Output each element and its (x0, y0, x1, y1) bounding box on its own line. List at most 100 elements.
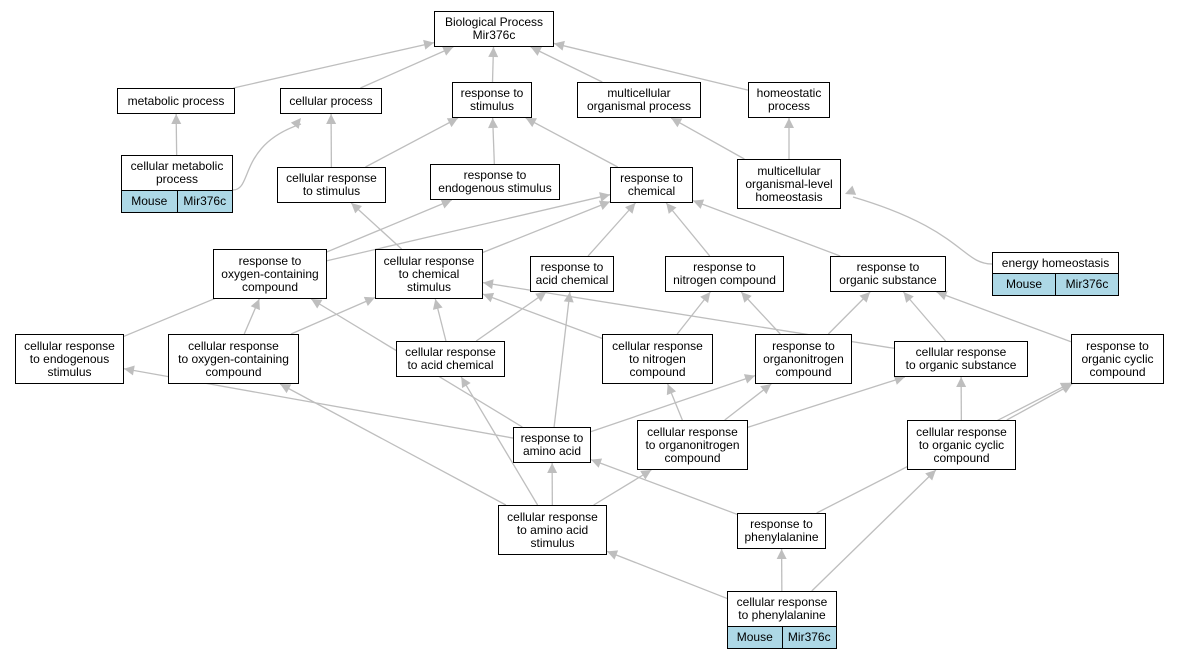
arrowhead (599, 192, 610, 202)
arrowhead (903, 292, 914, 303)
edge-acidchem-to-chemical (587, 202, 636, 257)
node-label: response to stimulus (460, 86, 524, 113)
node-label: multicellular organismal-level homeostas… (745, 163, 833, 204)
node-cellacid[interactable]: cellular response to acid chemical (396, 341, 505, 377)
arrowhead (666, 384, 677, 396)
node-label: energy homeostasis (1001, 255, 1110, 270)
arrowhead (760, 384, 772, 395)
arrowhead (859, 292, 871, 303)
edge-cellorgsub-to-orgsub (902, 291, 947, 342)
arrowhead (423, 39, 434, 50)
gene-tag: Mir376c (1055, 274, 1118, 295)
edge-phe-to-aminoacid (590, 459, 738, 515)
node-cellchem[interactable]: cellular response to chemical stimulus (375, 249, 483, 299)
node-label: response to phenylalanine (744, 517, 819, 544)
arrowhead (625, 203, 636, 214)
arrowhead (547, 463, 558, 474)
arrowhead (743, 374, 755, 384)
node-orgcyclic[interactable]: response to organic cyclic compound (1071, 334, 1164, 384)
node-label: multicellular organismal process (586, 86, 692, 113)
node-label: cellular response to endogenous stimulus (24, 338, 115, 379)
gene-tag: Mir376c (781, 627, 836, 648)
node-phe[interactable]: response to phenylalanine (737, 513, 826, 549)
node-celloxy[interactable]: cellular response to oxygen-containing c… (168, 334, 299, 384)
node-stimulus[interactable]: response to stimulus (452, 82, 532, 118)
node-oxy[interactable]: response to oxygen-containing compound (213, 249, 327, 299)
arrowhead (280, 384, 292, 394)
node-cellular[interactable]: cellular process (280, 88, 382, 114)
edge-chemical-to-stimulus (525, 117, 619, 168)
node-metabolic[interactable]: metabolic process (117, 88, 235, 114)
node-label: response to nitrogen compound (673, 260, 776, 287)
node-label: response to organic cyclic compound (1081, 338, 1154, 379)
arrowhead (461, 377, 471, 389)
arrowhead (845, 185, 857, 195)
node-bp[interactable]: Biological Process Mir376c (434, 11, 554, 47)
edge-cellular-to-bp (360, 46, 454, 89)
edge-orgcyclic-to-orgsub (936, 291, 1072, 343)
arrowhead (741, 292, 752, 303)
edge-cellamino-to-cellorgnitro (593, 469, 652, 506)
edge-multicell-to-bp (530, 46, 603, 83)
edge-cellamino-to-celloxy (279, 383, 507, 506)
node-nitro[interactable]: response to nitrogen compound (665, 256, 784, 292)
arrowhead (535, 292, 547, 302)
node-orgnitro[interactable]: response to organonitrogen compound (755, 334, 852, 384)
node-aminoacid[interactable]: response to amino acid (513, 427, 591, 463)
edge-energy-to-mlhomeo (852, 196, 993, 265)
arrowhead (311, 299, 323, 309)
arrowhead (250, 299, 260, 311)
node-multicell[interactable]: multicellular organismal process (577, 82, 701, 118)
arrowhead (591, 458, 603, 468)
node-cellorgnitro[interactable]: cellular response to organonitrogen comp… (637, 420, 748, 470)
edge-cellorgcyclic-to-orgcyclic (1006, 383, 1073, 421)
edge-homeostatic-to-bp (553, 42, 749, 91)
species-tag: Mouse (122, 191, 177, 212)
node-cellorgcyclic[interactable]: cellular response to organic cyclic comp… (907, 420, 1016, 470)
edge-cellacid-to-acidchem (475, 291, 547, 342)
edge-aminoacid-to-orgnitro (590, 374, 756, 433)
arrowhead (956, 377, 967, 388)
edge-cellnitro-to-cellchem (482, 293, 603, 339)
arrowhead (700, 292, 711, 303)
arrowhead (563, 292, 574, 303)
node-orgsub[interactable]: response to organic substance (830, 256, 946, 292)
node-cellorgsub[interactable]: cellular response to organic substance (894, 341, 1028, 377)
node-cellendo[interactable]: cellular response to endogenous stimulus (15, 334, 124, 384)
node-label: cellular response to stimulus (286, 171, 377, 198)
node-mlhomeo[interactable]: multicellular organismal-level homeostas… (737, 159, 841, 209)
arrowhead (290, 118, 301, 129)
node-chemical[interactable]: response to chemical (610, 167, 693, 203)
node-cellnitro[interactable]: cellular response to nitrogen compound (602, 334, 713, 384)
node-label: cellular response to amino acid stimulus (507, 509, 598, 550)
edge-cellchem-to-chemical (482, 200, 611, 254)
arrowhead (893, 375, 905, 385)
node-cellstim[interactable]: cellular response to stimulus (277, 167, 386, 203)
edge-cellstim-to-stimulus (365, 117, 459, 168)
species-tag: Mouse (728, 627, 782, 648)
arrowhead (351, 203, 362, 214)
node-label: cellular response to acid chemical (405, 345, 496, 372)
node-cellamino[interactable]: cellular response to amino acid stimulus (498, 505, 607, 555)
edge-cellchem-to-cellstim (350, 202, 403, 250)
arrowhead (525, 118, 537, 128)
node-homeostatic[interactable]: homeostatic process (748, 82, 830, 118)
node-label: response to acid chemical (535, 260, 609, 287)
edge-metabolic-to-bp (233, 41, 435, 89)
node-label: cellular response to nitrogen compound (612, 338, 703, 379)
arrowhead (640, 470, 652, 480)
node-label: cellular response to organonitrogen comp… (645, 424, 740, 465)
arrowhead (607, 550, 619, 560)
edge-cellphe-to-cellamino (606, 550, 728, 600)
node-acidchem[interactable]: response to acid chemical (530, 256, 614, 292)
edge-nitro-to-chemical (665, 202, 711, 257)
gene-tag: Mir376c (176, 191, 232, 212)
species-tag: Mouse (993, 274, 1055, 295)
arrowhead (483, 279, 494, 290)
arrowhead (784, 118, 794, 128)
node-endostim[interactable]: response to endogenous stimulus (430, 164, 560, 200)
